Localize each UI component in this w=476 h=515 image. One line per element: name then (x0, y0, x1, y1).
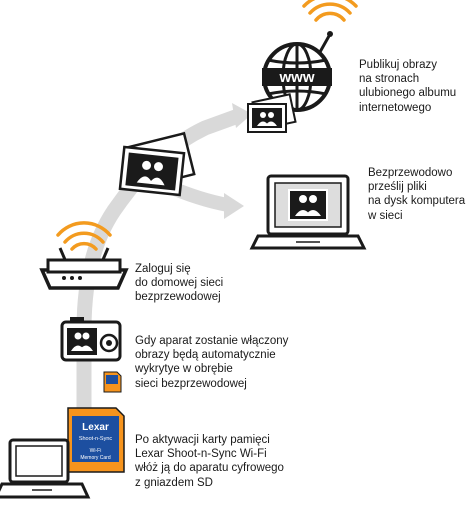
sd-brand-label: Lexar (82, 422, 109, 433)
caption-line: na dysk komputera (368, 195, 466, 208)
caption-line: w sieci (368, 209, 403, 222)
caption-line: Publikuj obrazy (359, 59, 437, 71)
sd-model-label: Shoot-n-Sync (79, 436, 113, 442)
sd-type-label: Memory Card (80, 455, 111, 461)
arrow-to-globe-icon (232, 103, 252, 128)
laptop-icon (0, 438, 91, 499)
sd-card-icon: Lexar Shoot-n-Sync Wi-Fi Memory Card (67, 407, 125, 473)
caption-line: Zaloguj się (135, 263, 191, 275)
wifi-icon (56, 221, 112, 251)
sd-card-icon (103, 371, 122, 393)
caption-line: ulubionego albumu (359, 87, 457, 100)
caption-line: Bezprzewodowo (368, 167, 453, 179)
caption-line: Gdy aparat zostanie włączony (135, 335, 289, 347)
caption-publish: Publikuj obrazy na stronach ulubionego a… (359, 58, 456, 115)
caption-login: Zaloguj się do domowej sieci bezprzewodo… (135, 262, 223, 305)
router-icon (39, 247, 129, 290)
caption-line: Lexar Shoot-n-Sync Wi-Fi (135, 448, 267, 461)
globe-www-icon: www (262, 31, 333, 112)
caption-line: prześlij pliki (368, 181, 427, 194)
camera-icon (60, 317, 122, 362)
caption-line: Po aktywacji karty pamięci (135, 434, 270, 446)
arrow-to-laptop-icon (224, 193, 244, 219)
caption-insert: Po aktywacji karty pamięci Lexar Shoot-n… (135, 433, 284, 490)
caption-line: sieci bezprzewodowej (135, 377, 247, 390)
caption-transfer: Bezprzewodowo prześlij pliki na dysk kom… (368, 166, 465, 223)
caption-line: obrazy będą automatycznie (135, 349, 276, 362)
laptop-icon (249, 174, 367, 250)
photos-icon (247, 93, 297, 133)
www-label: www (278, 69, 314, 86)
caption-line: wykrytye w obrębie (135, 363, 233, 376)
caption-line: bezprzewodowej (135, 291, 221, 304)
caption-camera: Gdy aparat zostanie włączony obrazy będą… (135, 334, 288, 391)
photos-icon (118, 131, 196, 197)
caption-line: internetowego (359, 101, 432, 114)
sd-feature-label: Wi-Fi (90, 448, 102, 454)
caption-line: do domowej sieci (135, 277, 224, 290)
caption-line: z gniazdem SD (135, 476, 213, 489)
wifi-icon (302, 0, 358, 22)
caption-line: włóż ją do aparatu cyfrowego (135, 462, 284, 475)
caption-line: na stronach (359, 73, 420, 86)
